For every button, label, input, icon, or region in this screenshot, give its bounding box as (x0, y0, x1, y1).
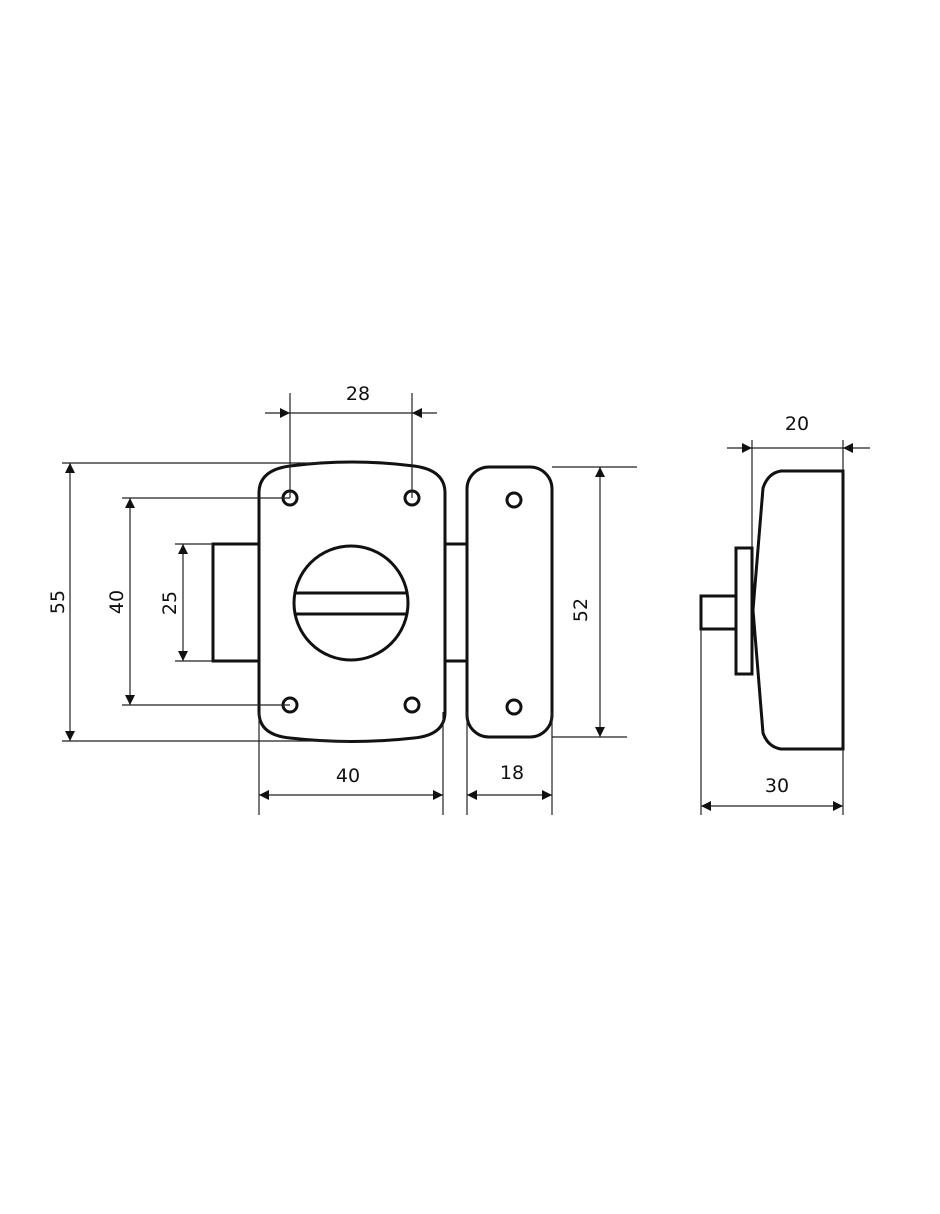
bolt-left (211, 542, 261, 663)
front-dimensions: 28 55 40 25 52 40 18 (47, 383, 637, 815)
dim-20: 20 (785, 413, 809, 435)
dim-30: 30 (765, 775, 789, 797)
side-body (751, 469, 845, 751)
dim-40-horizontal: 40 (336, 765, 360, 787)
dim-40-vertical: 40 (106, 590, 128, 614)
dim-18: 18 (500, 762, 524, 784)
side-view (699, 469, 845, 751)
thumb-turn-knob (292, 544, 410, 662)
front-view (211, 460, 554, 743)
dim-25: 25 (159, 591, 181, 615)
keeper-plate (465, 465, 554, 739)
spindle (699, 594, 738, 631)
dim-28: 28 (346, 383, 370, 405)
bolt-bridge (443, 542, 469, 663)
lock-body-plate (257, 460, 447, 743)
dim-55: 55 (47, 590, 69, 614)
flange (734, 546, 754, 676)
screw-holes (281, 489, 421, 714)
side-dimensions: 20 30 (700, 413, 870, 815)
dim-52: 52 (570, 598, 592, 622)
